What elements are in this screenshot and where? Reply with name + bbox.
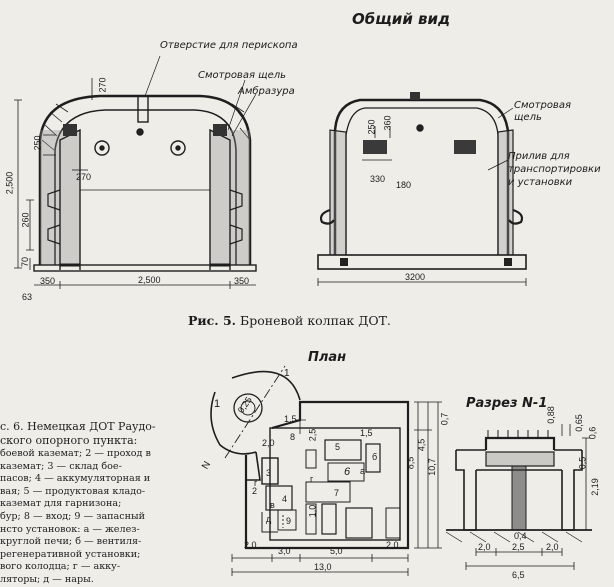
dim-sec-219: 2,19 xyxy=(589,478,600,496)
embrasure-label: Амбразура xyxy=(238,86,295,97)
dim-plan-85: 8,5 xyxy=(405,456,416,470)
plan-title: План xyxy=(308,350,347,365)
dim-r250: 250 xyxy=(366,119,377,135)
plan-label-d: д xyxy=(266,514,272,524)
figure5-text: Броневой колпак ДОТ. xyxy=(240,313,391,328)
plan-label-g: г xyxy=(254,478,258,488)
dim-plan-10: 1,0 xyxy=(307,504,318,518)
general-view-title: Общий вид xyxy=(352,10,451,28)
plan-label-a: а xyxy=(360,466,366,476)
dim-63: 63 xyxy=(22,292,33,302)
dim-plan-107: 10,7 xyxy=(426,458,437,476)
dim-sec-065: 0,65 xyxy=(573,414,584,432)
dim-plan-15b: 1,5 xyxy=(360,428,373,438)
dim-2500-vertical: 2,500 xyxy=(4,171,15,195)
figure6-body: боевой каземат; 2 — проход в каземат; 3 … xyxy=(0,448,151,585)
dim-270-top: 270 xyxy=(97,77,108,93)
dim-250: 250 xyxy=(32,135,43,151)
dim-350-right: 350 xyxy=(234,276,250,286)
plan-label-2: 2 xyxy=(252,486,258,496)
dim-sec-088: 0,88 xyxy=(545,406,556,424)
dim-sec-20-left: 2,0 xyxy=(478,542,491,552)
plan-label-v: в xyxy=(270,500,275,510)
dim-plan-20c: 2,0 xyxy=(262,438,275,448)
plan-section-1: 1 xyxy=(284,368,290,379)
dim-sec-25: 2,5 xyxy=(512,542,525,552)
dim-sec-65: 6,5 xyxy=(512,570,525,580)
dim-2500-horizontal: 2,500 xyxy=(138,275,161,285)
slot-label: Смотровая щель xyxy=(198,70,287,81)
dim-sec-06: 0,6 xyxy=(587,426,598,440)
dim-plan-130: 13,0 xyxy=(314,562,332,572)
dim-r180: 180 xyxy=(396,180,412,190)
plan-label-9: 9 xyxy=(286,516,292,526)
dim-70: 70 xyxy=(20,256,31,268)
figure6-legend: с. 6. Немецкая ДОТ Раудо- ского опорного… xyxy=(0,420,198,587)
dim-260: 260 xyxy=(20,212,31,228)
dim-350-left: 350 xyxy=(40,276,56,286)
cap-exterior-drawing xyxy=(317,92,527,286)
plan-label-5: 5 xyxy=(335,442,341,452)
lug-label: Прилив для транспортировки и установки xyxy=(508,151,601,188)
plan-label-6: 6 xyxy=(344,466,351,478)
dim-sec-20-right: 2,0 xyxy=(546,542,559,552)
dim-r3200: 3200 xyxy=(405,272,426,282)
dim-plan-50: 5,0 xyxy=(330,546,343,556)
plan-drawing xyxy=(210,365,442,576)
plan-label-b: б xyxy=(372,452,378,462)
dim-plan-20b: 2,0 xyxy=(386,540,399,550)
dim-plan-30: 3,0 xyxy=(278,546,291,556)
plan-label-4: 4 xyxy=(282,494,288,504)
plan-label-1: 1 xyxy=(214,398,221,410)
dim-sec-05: 0,5 xyxy=(577,456,588,470)
dim-sec-04: 0,4 xyxy=(514,531,527,541)
dim-r330: 330 xyxy=(370,174,386,184)
dim-plan-15: 1,5 xyxy=(284,414,297,424)
dim-plan-45: 4,5 xyxy=(416,438,427,452)
plan-label-8: 8 xyxy=(290,432,296,442)
dim-plan-20a: 2,0 xyxy=(244,540,257,550)
figure5-caption: Рис. 5. Броневой колпак ДОТ. xyxy=(188,313,391,328)
periscope-label: Отверстие для перископа xyxy=(160,40,298,51)
plan-label-7: 7 xyxy=(334,488,340,498)
dim-plan-25: 2,5 xyxy=(307,428,318,442)
dim-plan-07: 0,7 xyxy=(439,412,450,426)
slot-right-label: Смотровая щель xyxy=(514,100,571,123)
cap-section-drawing xyxy=(14,55,257,289)
dim-270: 270 xyxy=(76,172,92,182)
section-drawing xyxy=(445,424,592,570)
plan-label-3: 3 xyxy=(266,468,272,478)
dim-r360: 360 xyxy=(382,115,393,131)
section-title: Разрез N-1 xyxy=(466,396,548,411)
plan-label-g2: г xyxy=(310,474,314,484)
figure6-heading: с. 6. Немецкая ДОТ Раудо- ского опорного… xyxy=(0,420,156,447)
figure5-number: Рис. 5. xyxy=(188,313,237,328)
